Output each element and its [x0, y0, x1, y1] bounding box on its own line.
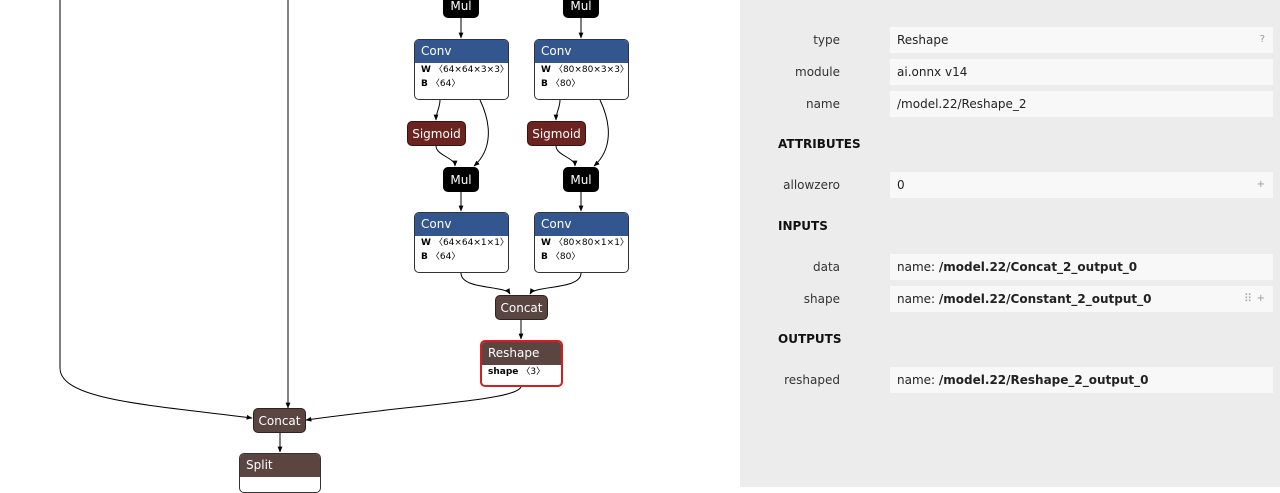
property-allowzero: allowzero 0+: [740, 172, 1280, 198]
node-properties-panel: type Reshape? module ai.onnx v14 name /m…: [740, 0, 1280, 487]
edge: [305, 385, 522, 422]
property-module: module ai.onnx v14: [740, 59, 1280, 85]
name-value[interactable]: /model.22/Reshape_2: [890, 91, 1273, 117]
node-header: Conv: [535, 40, 628, 63]
reshape-node-selected[interactable]: Reshape shape〈3〉: [480, 340, 563, 387]
property-type: type Reshape?: [740, 27, 1280, 53]
property-label: allowzero: [783, 178, 840, 192]
node-attr-w: W〈80×80×1×1〉: [541, 238, 629, 248]
node-label: Sigmoid: [532, 126, 581, 141]
node-label: Mul: [570, 0, 592, 13]
sigmoid-node[interactable]: Sigmoid: [407, 121, 466, 146]
expand-icon[interactable]: +: [1256, 293, 1265, 304]
node-attr-w: W〈64×64×1×1〉: [421, 238, 509, 248]
module-value[interactable]: ai.onnx v14: [890, 59, 1273, 85]
edge: [59, 0, 253, 420]
property-label: type: [813, 33, 840, 47]
node-attr-b: B〈80〉: [541, 79, 581, 89]
edge: [593, 99, 609, 167]
outputs-heading: OUTPUTS: [778, 332, 842, 346]
node-attr-w: W〈64×64×3×3〉: [421, 65, 509, 75]
node-label: Mul: [450, 172, 472, 187]
mul-node[interactable]: Mul: [443, 167, 479, 192]
property-label: reshaped: [784, 373, 840, 387]
concat-node[interactable]: Concat: [253, 408, 306, 433]
edge: [555, 145, 578, 167]
graph-edges: [59, 0, 609, 453]
property-label: shape: [803, 292, 840, 306]
edge: [433, 99, 441, 121]
mul-node[interactable]: Mul: [563, 167, 599, 192]
edge: [529, 272, 582, 295]
data-input-value[interactable]: name: /model.22/Concat_2_output_0: [890, 254, 1273, 280]
attributes-heading: ATTRIBUTES: [778, 137, 861, 151]
allowzero-value[interactable]: 0+: [890, 172, 1273, 198]
property-label: data: [812, 260, 840, 274]
mul-node[interactable]: Mul: [563, 0, 599, 18]
node-header: Conv: [535, 213, 628, 236]
edge: [473, 99, 489, 167]
reshaped-output-value[interactable]: name: /model.22/Reshape_2_output_0: [890, 367, 1273, 393]
edge: [553, 99, 561, 121]
output-reshaped: reshaped name: /model.22/Reshape_2_outpu…: [740, 367, 1280, 393]
conv-node[interactable]: Conv W〈64×64×1×1〉 B〈64〉: [414, 212, 509, 273]
graph-canvas[interactable]: Mul Mul Conv W〈64×64×3×3〉 B〈64〉 Conv W〈8…: [0, 0, 740, 493]
node-label: Mul: [450, 0, 472, 13]
input-data: data name: /model.22/Concat_2_output_0: [740, 254, 1280, 280]
conv-node[interactable]: Conv W〈80×80×1×1〉 B〈80〉: [534, 212, 629, 273]
node-header: Reshape: [482, 342, 561, 365]
property-label: module: [795, 65, 840, 79]
property-name: name /model.22/Reshape_2: [740, 91, 1280, 117]
shape-input-value[interactable]: name: /model.22/Constant_2_output_0⠿+: [890, 286, 1273, 312]
input-shape: shape name: /model.22/Constant_2_output_…: [740, 286, 1280, 312]
node-header: Conv: [415, 213, 508, 236]
node-label: Concat: [258, 413, 301, 428]
type-value[interactable]: Reshape?: [890, 27, 1273, 53]
node-label: Concat: [500, 300, 543, 315]
inputs-heading: INPUTS: [778, 219, 828, 233]
node-attr-w: W〈80×80×3×3〉: [541, 65, 629, 75]
node-attr-shape: shape〈3〉: [488, 367, 546, 377]
node-attr-b: B〈64〉: [421, 79, 461, 89]
property-label: name: [805, 97, 840, 111]
grid-icon[interactable]: ⠿: [1243, 292, 1252, 305]
conv-node[interactable]: Conv W〈80×80×3×3〉 B〈80〉: [534, 39, 629, 100]
edge: [435, 145, 458, 167]
node-label: Sigmoid: [412, 126, 461, 141]
expand-icon[interactable]: +: [1256, 179, 1265, 190]
conv-node[interactable]: Conv W〈64×64×3×3〉 B〈64〉: [414, 39, 509, 100]
help-icon[interactable]: ?: [1259, 34, 1265, 45]
edge: [460, 272, 511, 295]
node-header: Split: [240, 454, 320, 477]
split-node[interactable]: Split: [239, 453, 321, 493]
node-attr-b: B〈64〉: [421, 252, 461, 262]
sigmoid-node[interactable]: Sigmoid: [527, 121, 586, 146]
mul-node[interactable]: Mul: [443, 0, 479, 18]
node-attr-b: B〈80〉: [541, 252, 581, 262]
node-label: Mul: [570, 172, 592, 187]
node-header: Conv: [415, 40, 508, 63]
concat-node[interactable]: Concat: [495, 295, 548, 320]
